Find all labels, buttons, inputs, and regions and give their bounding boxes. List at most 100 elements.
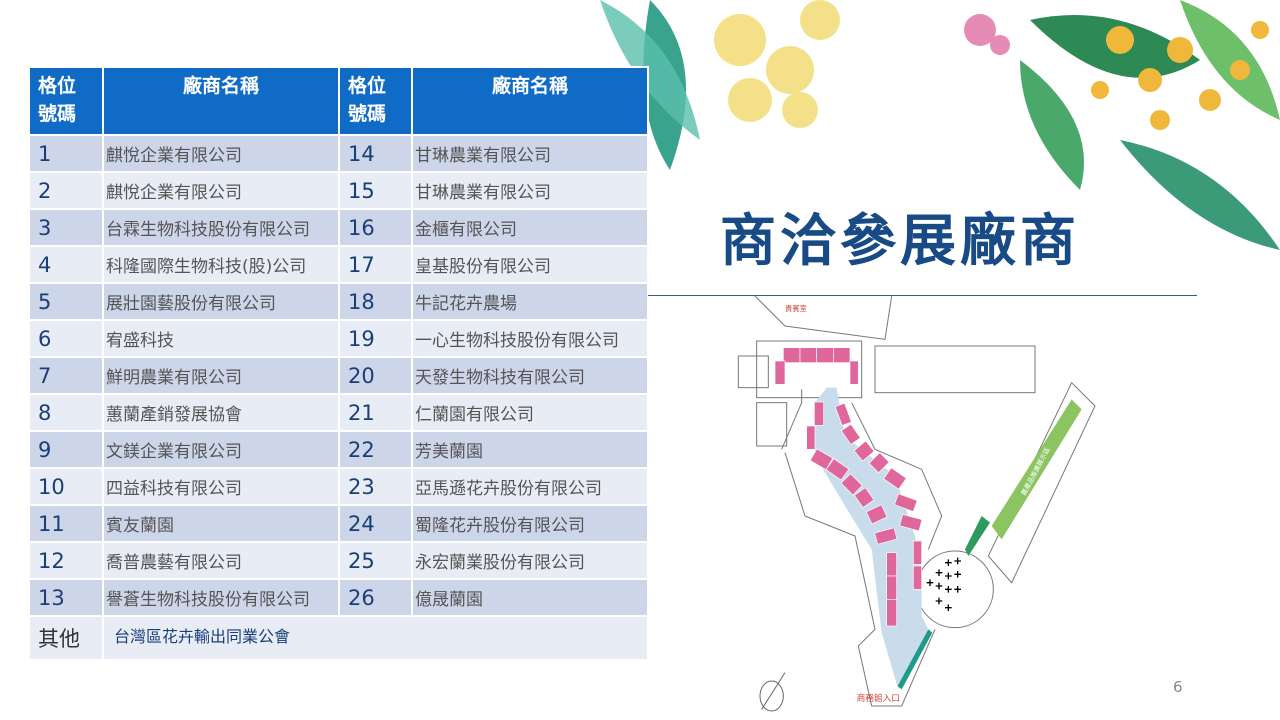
vendor-name: 展壯園藝股份有限公司	[102, 282, 340, 321]
vendor-name: 四益科技有限公司	[102, 467, 340, 506]
vendor-name: 牛記花卉農場	[411, 282, 649, 321]
booth-number: 3	[28, 208, 104, 247]
leaf-icon	[600, 0, 1280, 250]
floral-decoration	[600, 0, 1280, 250]
booth-number: 11	[28, 504, 104, 543]
entrance-label: 商務館入口	[857, 692, 900, 704]
booth-number: 15	[338, 171, 413, 210]
booth-number: 1	[28, 134, 104, 173]
booth-number: 8	[28, 393, 104, 432]
title-divider	[648, 295, 1197, 296]
vendor-name: 鮮明農業有限公司	[102, 356, 340, 395]
seat-cross	[935, 569, 943, 576]
booth-number: 4	[28, 245, 104, 284]
booth	[825, 458, 850, 481]
seat-cross	[945, 604, 952, 611]
floor-plan-map: 貴賓室 商務館入口 農產品推廣展示區	[737, 296, 1096, 712]
seat-cross	[935, 582, 943, 590]
booth-number: 25	[338, 541, 413, 580]
table-header-row: 格位 號碼 廠商名稱 格位 號碼 廠商名稱	[28, 66, 649, 136]
booth-number: 13	[28, 578, 104, 617]
booth-number: 24	[338, 504, 413, 543]
booth	[853, 440, 875, 462]
vendor-name: 芳美蘭園	[411, 430, 649, 469]
booth	[834, 402, 852, 426]
vendor-name: 一心生物科技股份有限公司	[411, 319, 649, 358]
booth-number: 16	[338, 208, 413, 247]
vendor-name: 億晟蘭園	[411, 578, 649, 617]
header-vendor-name: 廠商名稱	[411, 66, 649, 136]
booth	[874, 527, 898, 545]
booth	[853, 487, 875, 509]
vendor-name: 永宏蘭業股份有限公司	[411, 541, 649, 580]
header-vendor-name: 廠商名稱	[102, 66, 340, 136]
entrance-walkway	[897, 629, 933, 690]
header-booth-number: 格位 號碼	[338, 66, 413, 136]
booth-number: 6	[28, 319, 104, 358]
compass-logo-icon	[759, 672, 786, 712]
green-zone	[991, 399, 1082, 540]
booth	[814, 401, 824, 426]
vendor-name: 甘琳農業有限公司	[411, 134, 649, 173]
booth-number: 19	[338, 319, 413, 358]
orange-flower-icon	[1091, 21, 1269, 130]
booth	[840, 473, 863, 496]
vendor-name: 金櫃有限公司	[411, 208, 649, 247]
booth	[883, 467, 907, 490]
vendor-name: 宥盛科技	[102, 319, 340, 358]
page-number: 6	[1173, 678, 1183, 696]
booth-number: 18	[338, 282, 413, 321]
aisle	[815, 387, 929, 690]
booth-number: 21	[338, 393, 413, 432]
vendor-name: 甘琳農業有限公司	[411, 171, 649, 210]
table-row-other: 其他台灣區花卉輸出同業公會	[28, 615, 649, 661]
booth	[799, 347, 817, 363]
seat-cross	[954, 586, 961, 593]
booth-number: 9	[28, 430, 104, 469]
booth	[894, 493, 918, 512]
header-booth-number: 格位 號碼	[28, 66, 104, 136]
booth-number: 2	[28, 171, 104, 210]
vendor-name: 喬普農藝有限公司	[102, 541, 340, 580]
vendor-name: 麒悅企業有限公司	[102, 134, 340, 173]
green-zone-small	[965, 516, 990, 556]
booth	[816, 347, 834, 363]
booth	[840, 423, 861, 445]
vendor-name: 蜀隆花卉股份有限公司	[411, 504, 649, 543]
booth	[899, 514, 923, 532]
booth-number: 20	[338, 356, 413, 395]
booth-number: 14	[338, 134, 413, 173]
seating-cross-icon	[926, 557, 961, 611]
seat-cross	[945, 572, 952, 580]
booth	[809, 448, 834, 471]
vendor-name: 天發生物科技有限公司	[411, 356, 649, 395]
booth	[783, 347, 801, 363]
booth	[886, 552, 897, 577]
booth-number: 5	[28, 282, 104, 321]
booth	[865, 504, 888, 525]
other-vendor-name: 台灣區花卉輸出同業公會	[102, 615, 649, 661]
green-zone-label: 農產品推廣展示區	[1019, 445, 1052, 497]
vendor-name: 科隆國際生物科技(股)公司	[102, 245, 340, 284]
yellow-flower-icon	[714, 0, 840, 128]
booth-number: 23	[338, 467, 413, 506]
booth	[806, 425, 816, 450]
booth	[774, 360, 786, 385]
booth	[849, 360, 859, 385]
booth	[833, 347, 851, 363]
seat-cross	[935, 597, 943, 605]
booth	[868, 452, 890, 474]
seat-cross	[926, 579, 934, 586]
booth	[913, 565, 922, 590]
